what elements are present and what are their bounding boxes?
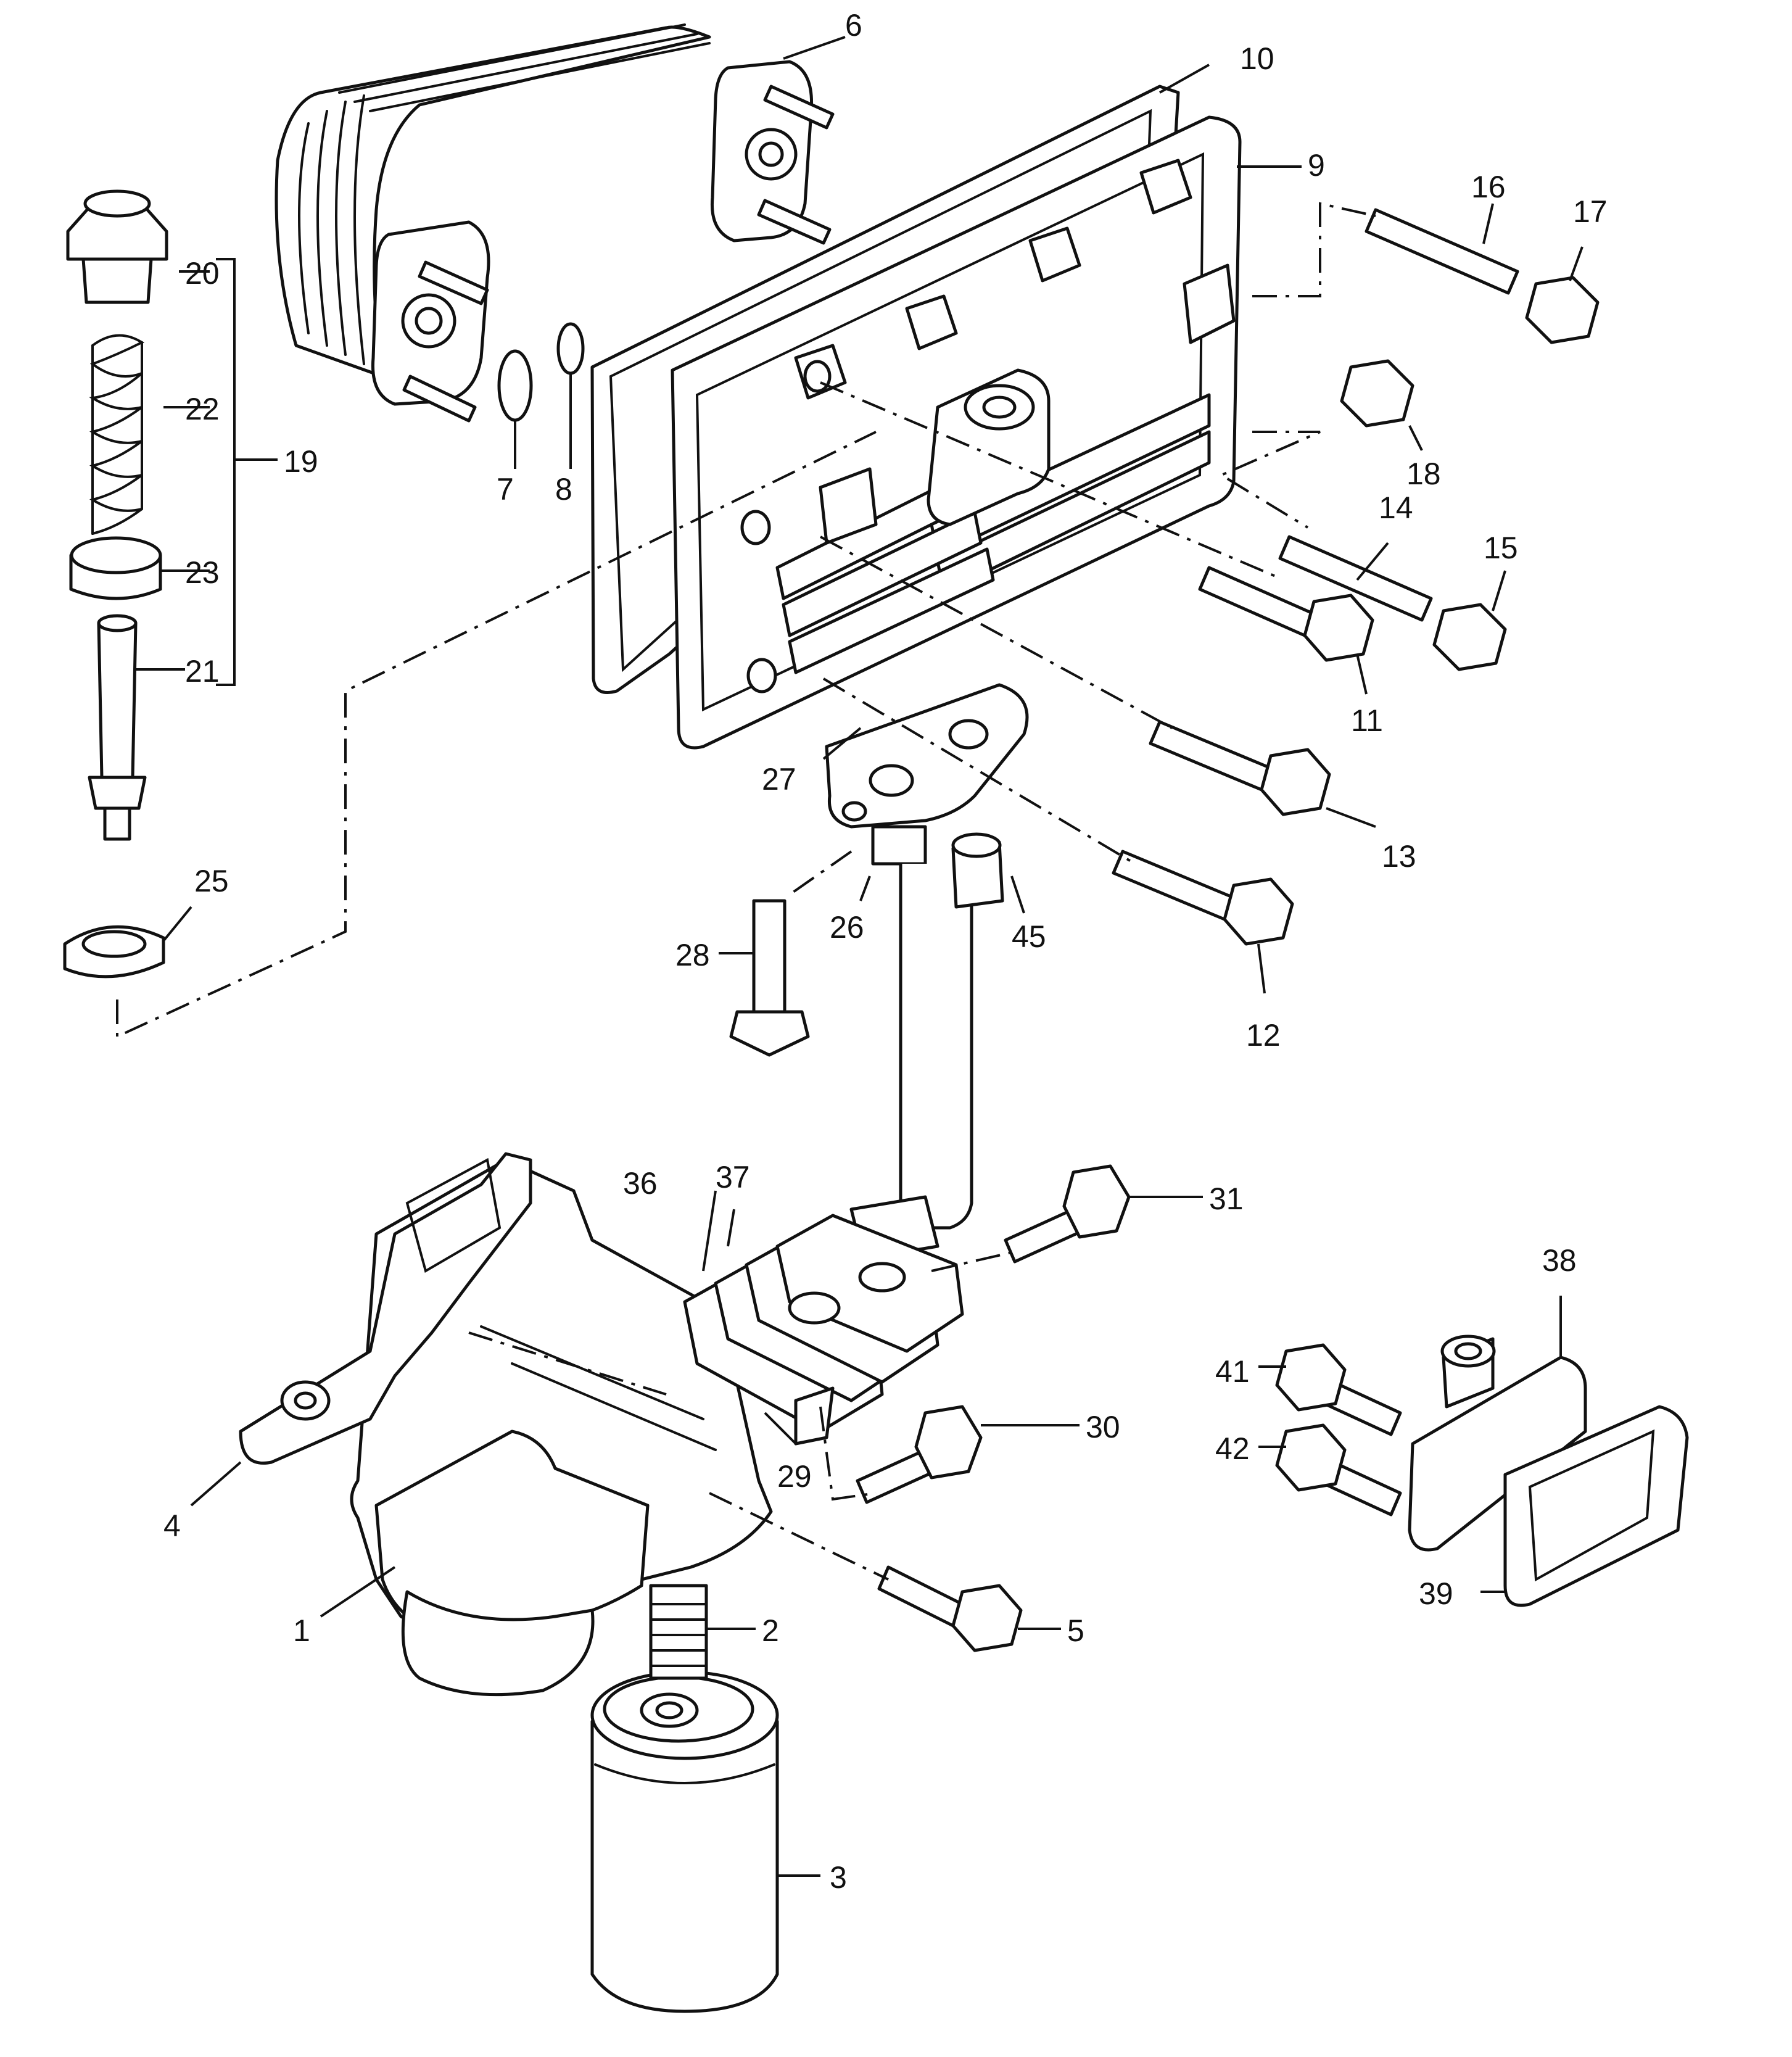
callout-38: 38 <box>1542 1243 1577 1278</box>
callout-12: 12 <box>1246 1018 1281 1053</box>
callout-11: 11 <box>1351 703 1383 738</box>
seal-ring-7 <box>497 349 533 422</box>
bolt-5 <box>877 1565 1023 1652</box>
callout-9: 9 <box>1308 148 1325 183</box>
bolt-42 <box>1275 1423 1402 1517</box>
bolt-28 <box>729 899 810 1057</box>
callout-28: 28 <box>675 938 710 972</box>
callout-4: 4 <box>163 1509 181 1543</box>
callout-1: 1 <box>293 1613 310 1648</box>
callout-45: 45 <box>1012 919 1046 954</box>
callout-5: 5 <box>1067 1613 1084 1648</box>
oil-filter-3 <box>590 1670 779 2013</box>
relief-valve-parts <box>63 189 278 979</box>
bolt-11 <box>1198 566 1374 662</box>
gasket-4 <box>239 1152 532 1465</box>
callout-19: 19 <box>284 444 318 479</box>
callout-15: 15 <box>1484 531 1518 565</box>
callout-36: 36 <box>623 1166 658 1201</box>
nut-18 <box>1340 359 1414 428</box>
callout-21: 21 <box>185 654 220 689</box>
bolt-41 <box>1275 1343 1402 1436</box>
callout-17: 17 <box>1573 194 1608 229</box>
callout-26: 26 <box>830 910 864 945</box>
callout-labels: 6 10 9 7 8 16 17 18 14 15 11 13 12 27 26… <box>163 8 1608 1895</box>
callout-6: 6 <box>845 8 862 43</box>
callout-10: 10 <box>1240 41 1274 76</box>
bolt-16 <box>1365 208 1519 295</box>
callout-8: 8 <box>555 472 572 507</box>
bolt-12 <box>1112 850 1294 946</box>
bolt-14 <box>1278 535 1433 622</box>
intermediate-flanges <box>683 1214 964 1446</box>
nut-17 <box>1525 276 1600 344</box>
callout-39: 39 <box>1419 1576 1453 1611</box>
callout-23: 23 <box>185 555 220 590</box>
bolt-31 <box>1004 1164 1131 1264</box>
gasket-39 <box>1503 1405 1689 1607</box>
callout-22: 22 <box>185 392 220 426</box>
leader-lines <box>136 36 1583 1877</box>
callout-7: 7 <box>497 472 514 507</box>
callout-27: 27 <box>762 762 796 797</box>
seal-ring-8 <box>556 322 585 375</box>
callout-2: 2 <box>762 1613 779 1648</box>
callout-42: 42 <box>1215 1431 1250 1466</box>
sleeve-45 <box>951 832 1004 909</box>
callout-29: 29 <box>777 1459 812 1494</box>
callout-25: 25 <box>194 864 229 898</box>
bolt-30 <box>856 1405 983 1504</box>
callout-18: 18 <box>1406 457 1441 491</box>
cooler-housing-9 <box>671 115 1242 750</box>
adapter-38 <box>1408 1335 1587 1552</box>
nut-15 <box>1432 603 1507 671</box>
oil-pipe <box>899 862 973 1230</box>
callout-30: 30 <box>1086 1410 1120 1444</box>
threaded-nipple-2 <box>649 1584 708 1680</box>
callout-14: 14 <box>1379 490 1413 525</box>
callout-16: 16 <box>1471 170 1506 204</box>
callout-31: 31 <box>1209 1182 1244 1216</box>
center-lines <box>116 202 1376 1581</box>
callout-37: 37 <box>716 1160 750 1194</box>
callout-41: 41 <box>1215 1354 1250 1389</box>
bolt-13 <box>1149 720 1331 816</box>
oil-cooler <box>275 23 835 423</box>
callout-20: 20 <box>185 256 220 291</box>
callout-3: 3 <box>830 1860 847 1895</box>
callout-13: 13 <box>1382 839 1416 874</box>
outlet-flange-27 <box>825 683 1029 866</box>
